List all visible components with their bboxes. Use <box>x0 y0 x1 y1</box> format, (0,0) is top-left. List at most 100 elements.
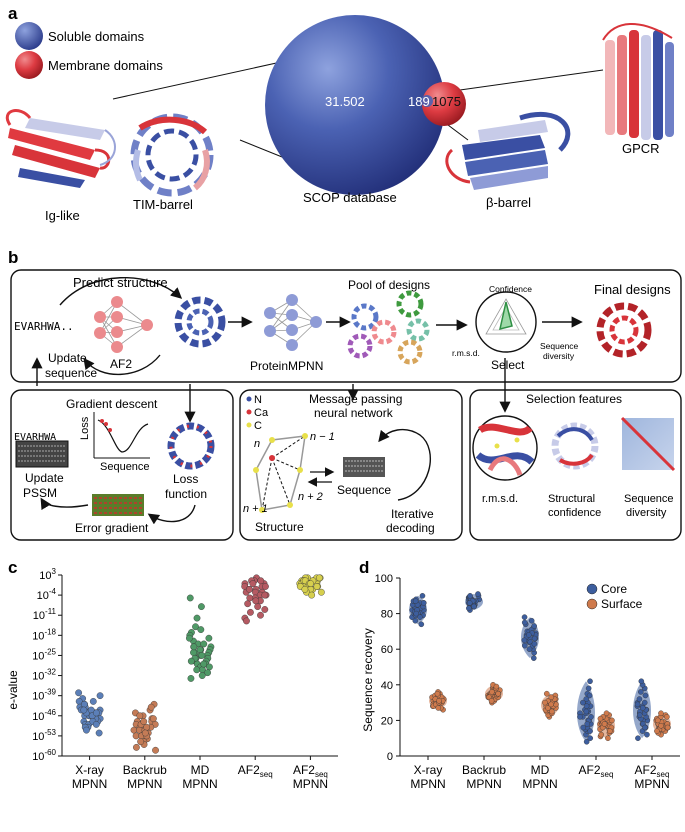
d-point-core <box>585 685 592 692</box>
d-point-surface <box>654 717 661 724</box>
loss-plot <box>93 412 150 459</box>
d-point-core <box>417 614 423 620</box>
iterative-label-2: decoding <box>386 521 435 535</box>
c-point <box>308 591 316 599</box>
d-point-core <box>419 593 426 599</box>
radar-diversity-label-2: diversity <box>543 351 575 361</box>
c-y-tick-label: 10-46 <box>32 708 56 723</box>
d-point-core <box>418 621 425 628</box>
c-point <box>246 594 254 602</box>
d-point-core <box>583 696 590 702</box>
beta-barrel-label: β-barrel <box>486 195 531 210</box>
loss-to-gradient-arrow <box>147 504 196 525</box>
soluble-count: 31.502 <box>325 94 365 109</box>
c-point <box>196 646 204 654</box>
loss-function-label-1: Loss <box>173 472 198 486</box>
d-point-core <box>637 712 643 718</box>
d-point-surface <box>603 710 610 717</box>
message-passing-title-1: Message passing <box>309 392 402 406</box>
d-x-tick-label: MPNN <box>522 777 557 791</box>
c-point <box>92 709 100 717</box>
d-point-surface <box>435 705 442 711</box>
membrane-count: 1075 <box>432 94 461 109</box>
c-point <box>252 597 260 605</box>
d-point-core <box>531 623 537 629</box>
connector-gpcr <box>459 69 604 91</box>
c-point <box>262 583 269 590</box>
legend-surface-marker <box>586 598 598 610</box>
gradient-descent-title: Gradient descent <box>66 397 158 411</box>
d-point-surface <box>542 699 548 706</box>
d-x-tick-label: MPNN <box>410 777 445 791</box>
c-point <box>137 738 145 746</box>
d-point-core <box>583 738 590 745</box>
c-point <box>261 606 269 613</box>
d-point-core <box>641 699 648 706</box>
d-x-tick-label: MD <box>531 763 550 777</box>
selection-features-title: Selection features <box>526 392 622 406</box>
sequence-image <box>343 457 385 477</box>
iterative-decoding-arrow <box>378 428 432 501</box>
d-point-core <box>642 724 648 731</box>
node-n: n <box>254 438 260 450</box>
d-y-tick-label: 40 <box>381 680 393 692</box>
c-x-tick-label: MD <box>191 763 210 777</box>
c-point <box>186 594 194 602</box>
c-point <box>143 723 151 731</box>
d-point-core <box>638 689 644 695</box>
c-point <box>198 672 206 679</box>
atom-n-label: N <box>254 394 262 406</box>
d-point-surface <box>489 689 495 695</box>
atom-ca-dot <box>246 409 252 415</box>
panel-letter-c: c <box>8 558 17 577</box>
d-point-core <box>644 731 650 738</box>
d-point-surface <box>598 731 605 738</box>
error-gradient-image <box>92 494 144 516</box>
d-point-surface <box>495 690 502 697</box>
c-y-tick-label: 10-39 <box>32 688 56 703</box>
c-point <box>197 626 205 633</box>
feature-rmsd-label: r.m.s.d. <box>482 493 518 505</box>
panel-letter-d: d <box>359 558 369 577</box>
chart-c-points <box>75 574 325 754</box>
chart-c-axes: 10310-410-1110-1810-2510-3210-3910-4610-… <box>32 567 338 791</box>
d-point-core <box>636 696 643 702</box>
rmsd-feature-image <box>472 415 538 481</box>
d-x-tick-label: Backrub <box>462 763 506 777</box>
d-point-core <box>588 714 594 720</box>
update-pssm-label-1: Update <box>25 471 64 485</box>
d-point-core <box>521 642 528 649</box>
c-point <box>301 585 309 593</box>
gradient-to-pssm-arrow <box>40 497 89 511</box>
c-point <box>133 743 140 751</box>
mp-sequence-label: Sequence <box>337 483 391 497</box>
diversity-heatmap <box>620 416 676 472</box>
pssm-sequence-text: EVARHWA <box>14 432 56 443</box>
d-point-surface <box>488 698 495 704</box>
c-y-tick-label: 10-4 <box>37 587 57 602</box>
c-point <box>186 634 193 642</box>
c-point <box>317 588 325 596</box>
c-point <box>96 692 104 700</box>
c-point <box>257 611 264 619</box>
d-point-surface <box>597 715 604 722</box>
membrane-sphere <box>422 82 466 126</box>
c-point <box>244 600 252 608</box>
pipeline-box <box>10 269 682 383</box>
d-ylabel: Sequence recovery <box>361 628 375 731</box>
predict-structure-label: Predict structure <box>73 275 168 290</box>
d-point-core <box>587 735 594 742</box>
c-point <box>187 675 195 682</box>
c-point <box>245 585 253 593</box>
c-x-tick-label: AF2seq <box>238 763 273 779</box>
mp-structure-label: Structure <box>255 520 304 534</box>
d-point-core <box>580 699 586 706</box>
loss-function-label-2: function <box>165 487 207 501</box>
c-point <box>147 703 155 711</box>
d-y-tick-label: 80 <box>381 609 393 621</box>
atom-n-dot <box>246 396 252 402</box>
c-x-tick-label: MPNN <box>72 777 107 791</box>
c-point <box>187 657 195 665</box>
d-y-tick-label: 0 <box>387 751 393 763</box>
